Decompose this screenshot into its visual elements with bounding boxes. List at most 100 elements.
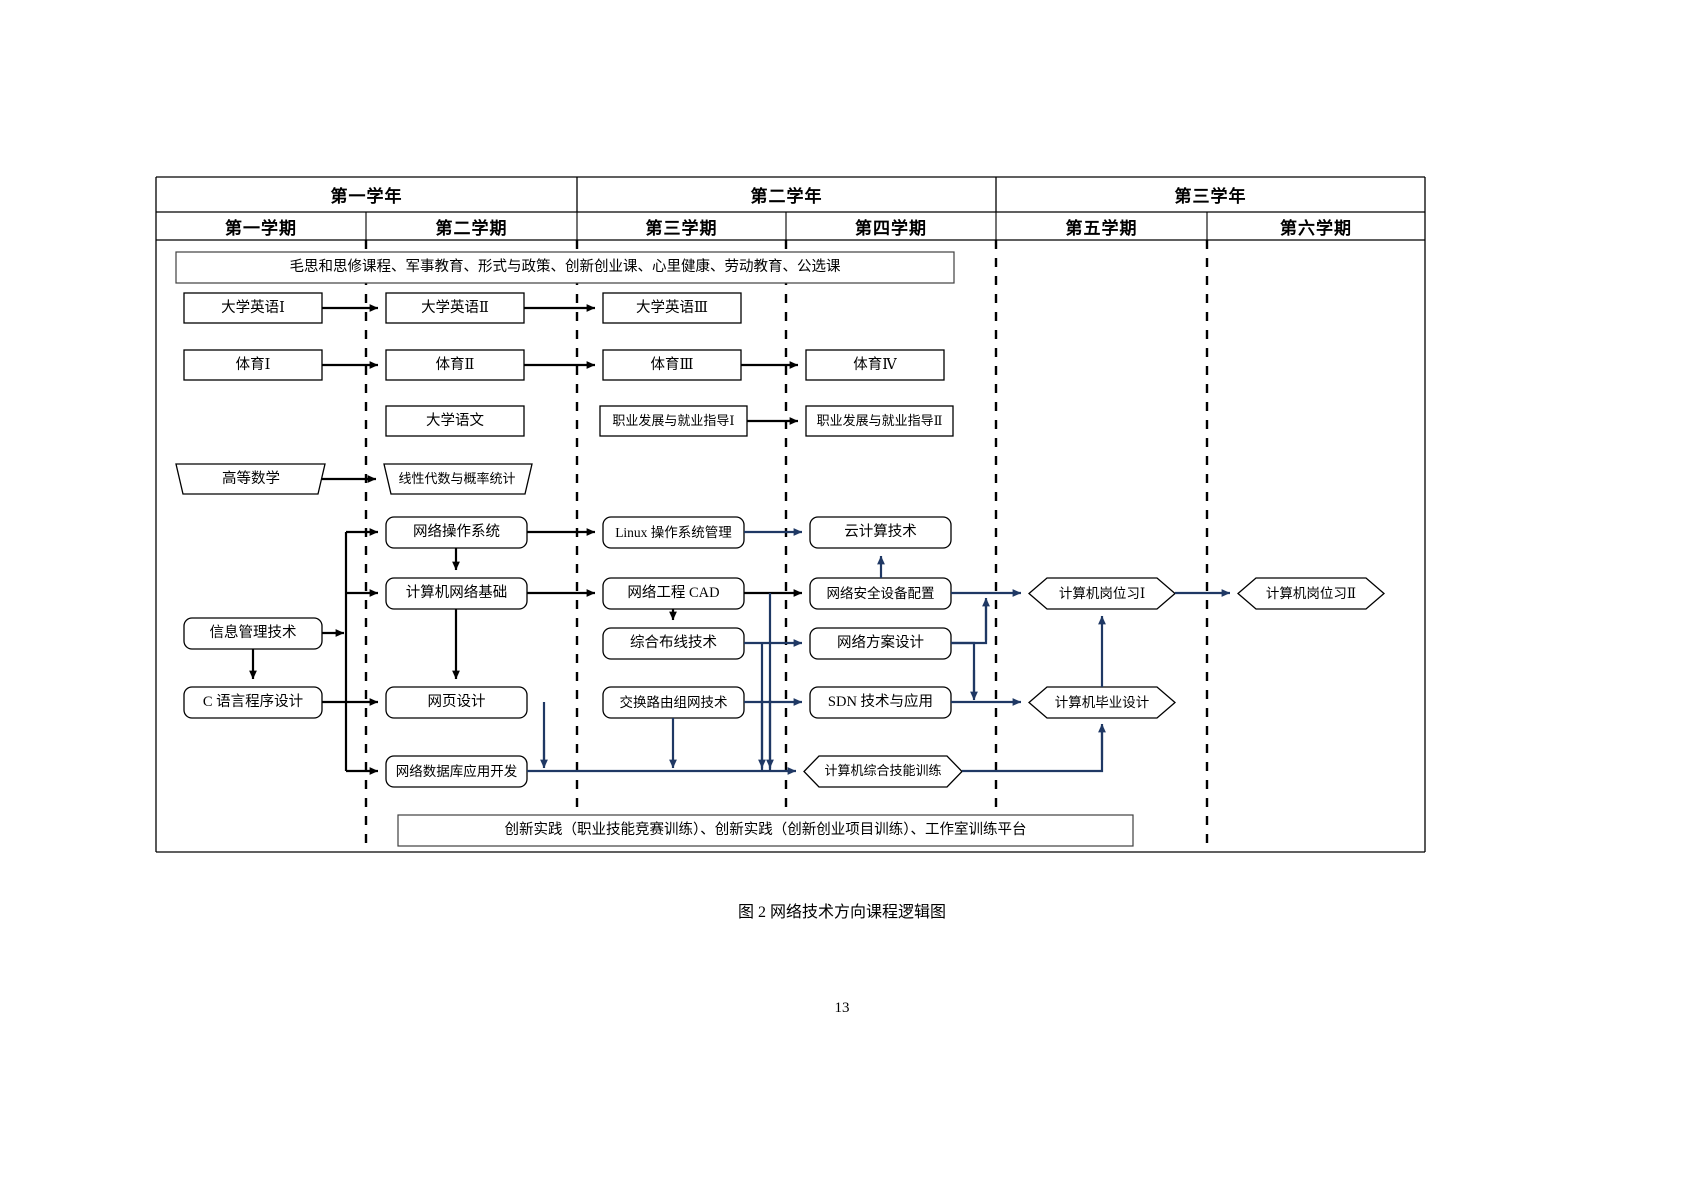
node-english2-label: 大学英语Ⅱ bbox=[421, 299, 489, 316]
band-top-shape bbox=[175, 251, 955, 284]
term-header-3: 第三学期 bbox=[577, 212, 786, 240]
shape-intern1 bbox=[1028, 577, 1176, 610]
year-header-1: 第一学年 bbox=[156, 177, 577, 212]
year-header-3-label: 第三学年 bbox=[1174, 187, 1247, 206]
node-net-plan[interactable]: 网络方案设计 bbox=[810, 628, 951, 659]
term-header-5-label: 第五学期 bbox=[1065, 218, 1138, 238]
term-header-5: 第五学期 bbox=[996, 212, 1207, 240]
node-internship-2[interactable]: 计算机岗位习Ⅱ bbox=[1243, 578, 1379, 609]
node-cabling[interactable]: 综合布线技术 bbox=[603, 628, 744, 659]
term-header-2: 第二学期 bbox=[366, 212, 577, 240]
node-math-advanced-label: 高等数学 bbox=[222, 470, 280, 487]
node-switch-routing[interactable]: 交换路由组网技术 bbox=[603, 687, 744, 718]
path-netplan-up bbox=[951, 600, 988, 645]
shape-capstone bbox=[1028, 686, 1176, 719]
node-web-design[interactable]: 网页设计 bbox=[386, 687, 527, 718]
node-info-management-label: 信息管理技术 bbox=[209, 625, 297, 642]
shape-intern2 bbox=[1237, 577, 1385, 610]
node-pe3-label: 体育Ⅲ bbox=[650, 356, 694, 373]
node-net-security-device[interactable]: 网络安全设备配置 bbox=[810, 578, 951, 609]
node-math-advanced[interactable]: 高等数学 bbox=[180, 464, 322, 494]
node-pe3[interactable]: 体育Ⅲ bbox=[603, 350, 741, 380]
node-chinese[interactable]: 大学语文 bbox=[386, 406, 524, 436]
node-pe1[interactable]: 体育Ⅰ bbox=[184, 350, 322, 380]
node-net-basics-label: 计算机网络基础 bbox=[405, 585, 508, 602]
path-train-capstone bbox=[962, 726, 1104, 773]
node-cabling-label: 综合布线技术 bbox=[630, 635, 717, 652]
node-pe4[interactable]: 体育Ⅳ bbox=[806, 350, 944, 380]
node-net-plan-label: 网络方案设计 bbox=[837, 635, 924, 652]
shape-chinese bbox=[385, 405, 525, 437]
node-sdn[interactable]: SDN 技术与应用 bbox=[810, 687, 951, 718]
band-bottom-label: 创新实践（职业技能竞赛训练）、创新实践（创新创业项目训练）、工作室训练平台 bbox=[504, 822, 1027, 839]
year-header-2: 第二学年 bbox=[577, 177, 996, 212]
term-header-3-label: 第三学期 bbox=[645, 218, 718, 238]
node-pe4-label: 体育Ⅳ bbox=[853, 356, 897, 373]
shape-english2 bbox=[385, 292, 525, 324]
node-cloud-label: 云计算技术 bbox=[844, 524, 917, 541]
term-header-2-label: 第二学期 bbox=[435, 218, 508, 238]
node-c-language[interactable]: C 语言程序设计 bbox=[184, 687, 322, 718]
year-header-3: 第三学年 bbox=[996, 177, 1425, 212]
node-comprehensive-skill-training-label: 计算机综合技能训练 bbox=[824, 763, 942, 779]
node-network-database-label: 网络数据库应用开发 bbox=[395, 763, 518, 779]
figure-caption: 图 2 网络技术方向课程逻辑图 bbox=[0, 898, 1684, 922]
shape-math-adv bbox=[175, 463, 326, 495]
table-frame bbox=[155, 176, 1426, 853]
band-top-label: 毛思和思修课程、军事教育、形式与政策、创新创业课、心里健康、劳动教育、公选课 bbox=[289, 259, 841, 276]
node-net-cad-label: 网络工程 CAD bbox=[627, 585, 720, 602]
shape-english1 bbox=[183, 292, 323, 324]
node-career1[interactable]: 职业发展与就业指导Ⅰ bbox=[600, 406, 747, 436]
term-dividers bbox=[364, 240, 1209, 852]
shapes-layer bbox=[175, 292, 1385, 788]
term-header-4: 第四学期 bbox=[786, 212, 996, 240]
node-c-language-label: C 语言程序设计 bbox=[202, 694, 304, 711]
year-header-1-label: 第一学年 bbox=[330, 187, 403, 206]
node-sdn-label: SDN 技术与应用 bbox=[827, 694, 934, 711]
term-header-6-label: 第六学期 bbox=[1280, 218, 1352, 238]
node-info-management[interactable]: 信息管理技术 bbox=[184, 618, 322, 649]
node-network-database[interactable]: 网络数据库应用开发 bbox=[386, 756, 527, 787]
node-english2[interactable]: 大学英语Ⅱ bbox=[386, 293, 524, 323]
node-linux-admin-label: Linux 操作系统管理 bbox=[615, 524, 732, 540]
band-top-general-education[interactable]: 毛思和思修课程、军事教育、形式与政策、创新创业课、心里健康、劳动教育、公选课 bbox=[176, 252, 954, 283]
node-career2[interactable]: 职业发展与就业指导Ⅱ bbox=[806, 406, 953, 436]
node-capstone-project-label: 计算机毕业设计 bbox=[1054, 694, 1150, 710]
figure-caption-text: 图 2 网络技术方向课程逻辑图 bbox=[737, 904, 946, 921]
node-career1-label: 职业发展与就业指导Ⅰ bbox=[612, 412, 735, 428]
shape-pe3 bbox=[602, 349, 742, 381]
node-english1-label: 大学英语Ⅰ bbox=[221, 299, 285, 316]
term-header-6: 第六学期 bbox=[1207, 212, 1425, 240]
node-english3[interactable]: 大学英语Ⅲ bbox=[603, 293, 741, 323]
band-bottom-innovation-practice[interactable]: 创新实践（职业技能竞赛训练）、创新实践（创新创业项目训练）、工作室训练平台 bbox=[398, 815, 1133, 846]
node-comprehensive-skill-training[interactable]: 计算机综合技能训练 bbox=[810, 756, 956, 787]
node-pe1-label: 体育Ⅰ bbox=[235, 356, 271, 373]
node-capstone-project[interactable]: 计算机毕业设计 bbox=[1034, 687, 1170, 718]
node-linux-admin[interactable]: Linux 操作系统管理 bbox=[603, 517, 744, 548]
node-pe2[interactable]: 体育Ⅱ bbox=[386, 350, 524, 380]
band-bottom-shape bbox=[397, 814, 1134, 847]
node-internship-1[interactable]: 计算机岗位习Ⅰ bbox=[1034, 578, 1170, 609]
node-internship-1-label: 计算机岗位习Ⅰ bbox=[1058, 585, 1146, 601]
node-net-os[interactable]: 网络操作系统 bbox=[386, 517, 527, 548]
node-english1[interactable]: 大学英语Ⅰ bbox=[184, 293, 322, 323]
shape-career2 bbox=[805, 405, 954, 437]
path-netplan-down bbox=[951, 641, 976, 698]
year-header-2-label: 第二学年 bbox=[750, 187, 823, 206]
shape-cloud bbox=[809, 516, 952, 549]
node-math-linear[interactable]: 线性代数与概率统计 bbox=[386, 464, 528, 494]
page-number: 13 bbox=[0, 1000, 1684, 1017]
shape-pe4 bbox=[805, 349, 945, 381]
term-header-1: 第一学期 bbox=[156, 212, 366, 240]
node-chinese-label: 大学语文 bbox=[426, 412, 484, 429]
node-net-basics[interactable]: 计算机网络基础 bbox=[386, 578, 527, 609]
node-career2-label: 职业发展与就业指导Ⅱ bbox=[816, 412, 943, 428]
shape-web-design bbox=[385, 686, 528, 719]
node-cloud[interactable]: 云计算技术 bbox=[810, 517, 951, 548]
node-math-linear-label: 线性代数与概率统计 bbox=[398, 470, 516, 486]
node-net-cad[interactable]: 网络工程 CAD bbox=[603, 578, 744, 609]
term-header-4-label: 第四学期 bbox=[855, 218, 927, 238]
node-switch-routing-label: 交换路由组网技术 bbox=[619, 694, 728, 710]
